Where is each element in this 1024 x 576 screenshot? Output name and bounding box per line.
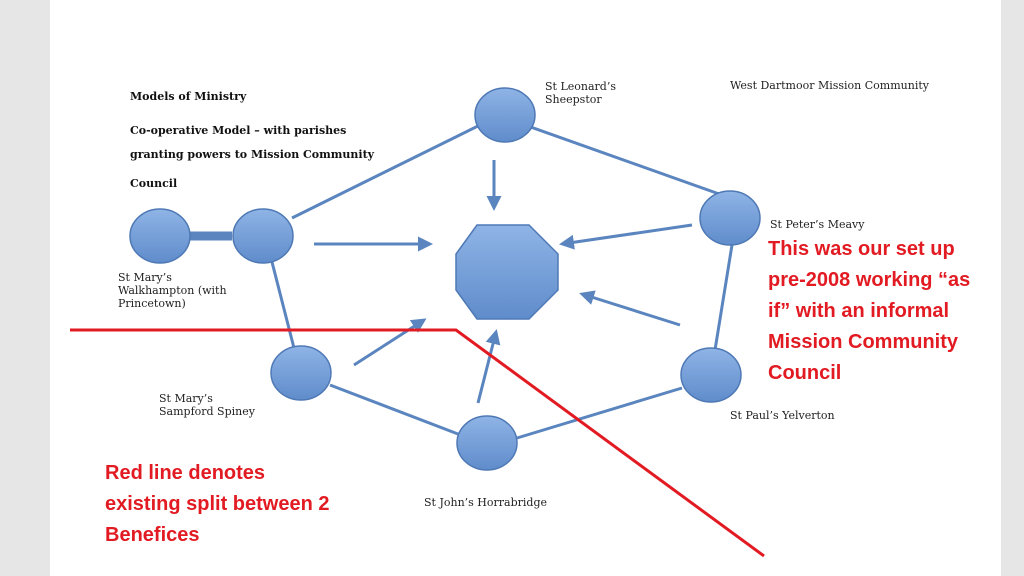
redline-note: Red line denotes existing split between … — [105, 458, 330, 551]
redline-note-line2: existing split between 2 — [105, 493, 330, 515]
link-sampford-horrabridge — [329, 383, 459, 436]
label-sheepstor: St Leonard’s Sheepstor — [545, 80, 616, 106]
setup-note-line2: pre-2008 working “as — [768, 269, 971, 291]
model-line-2: granting powers to Mission Community — [130, 148, 375, 161]
label-sheepstor-line2: Sheepstor — [545, 93, 602, 106]
redline-note-line1: Red line denotes — [105, 462, 266, 484]
arrow-from-yelverton — [579, 290, 681, 327]
arrow-from-sampford — [353, 318, 427, 367]
mission-community-council-node — [455, 224, 559, 320]
link-yelverton-horrabridge — [516, 386, 683, 440]
label-meavy: St Peter’s Meavy — [770, 218, 865, 231]
label-walkhampton-line3: Princetown) — [118, 297, 186, 310]
setup-note-line5: Council — [768, 362, 842, 384]
node-meavy — [699, 190, 761, 246]
benefice-split-line — [70, 328, 765, 558]
link-meavy-yelverton — [713, 244, 734, 351]
influence-arrows — [314, 160, 693, 404]
label-walkhampton-line1: St Mary’s — [118, 271, 172, 284]
model-line-1: Co-operative Model – with parishes — [130, 124, 347, 137]
label-walkhampton-line2: Walkhampton (with — [118, 284, 227, 297]
label-walkhampton: St Mary’s Walkhampton (with Princetown) — [118, 271, 227, 310]
label-sheepstor-line1: St Leonard’s — [545, 80, 616, 93]
community-title: West Dartmoor Mission Community — [730, 79, 929, 92]
node-sampford — [270, 345, 332, 401]
label-sampford: St Mary’s Sampford Spiney — [159, 392, 255, 418]
arrow-from-horrabridge — [476, 329, 501, 404]
node-horrabridge — [456, 415, 518, 471]
node-sheepstor — [474, 87, 536, 143]
network-links — [190, 123, 734, 440]
diagram-title: Models of Ministry — [130, 90, 247, 103]
redline-note-line3: Benefices — [105, 524, 200, 546]
model-line-3: Council — [130, 177, 178, 190]
node-yelverton — [680, 347, 742, 403]
setup-note-line1: This was our set up — [768, 238, 955, 260]
label-sampford-line2: Sampford Spiney — [159, 405, 255, 418]
link-sheepstor-meavy — [524, 123, 723, 197]
node-princetown — [129, 208, 191, 264]
setup-note-line4: Mission Community — [768, 331, 959, 353]
link-walkhampton-sheepstor — [291, 123, 481, 220]
node-walkhampton — [232, 208, 294, 264]
setup-note: This was our set up pre-2008 working “as… — [768, 234, 970, 389]
label-sampford-line1: St Mary’s — [159, 392, 213, 405]
label-horrabridge: St John’s Horrabridge — [424, 496, 547, 509]
arrow-from-meavy — [559, 223, 693, 250]
link-walkhampton-sampford — [270, 261, 297, 353]
setup-note-line3: if” with an informal — [768, 300, 950, 322]
label-yelverton: St Paul’s Yelverton — [730, 409, 835, 422]
